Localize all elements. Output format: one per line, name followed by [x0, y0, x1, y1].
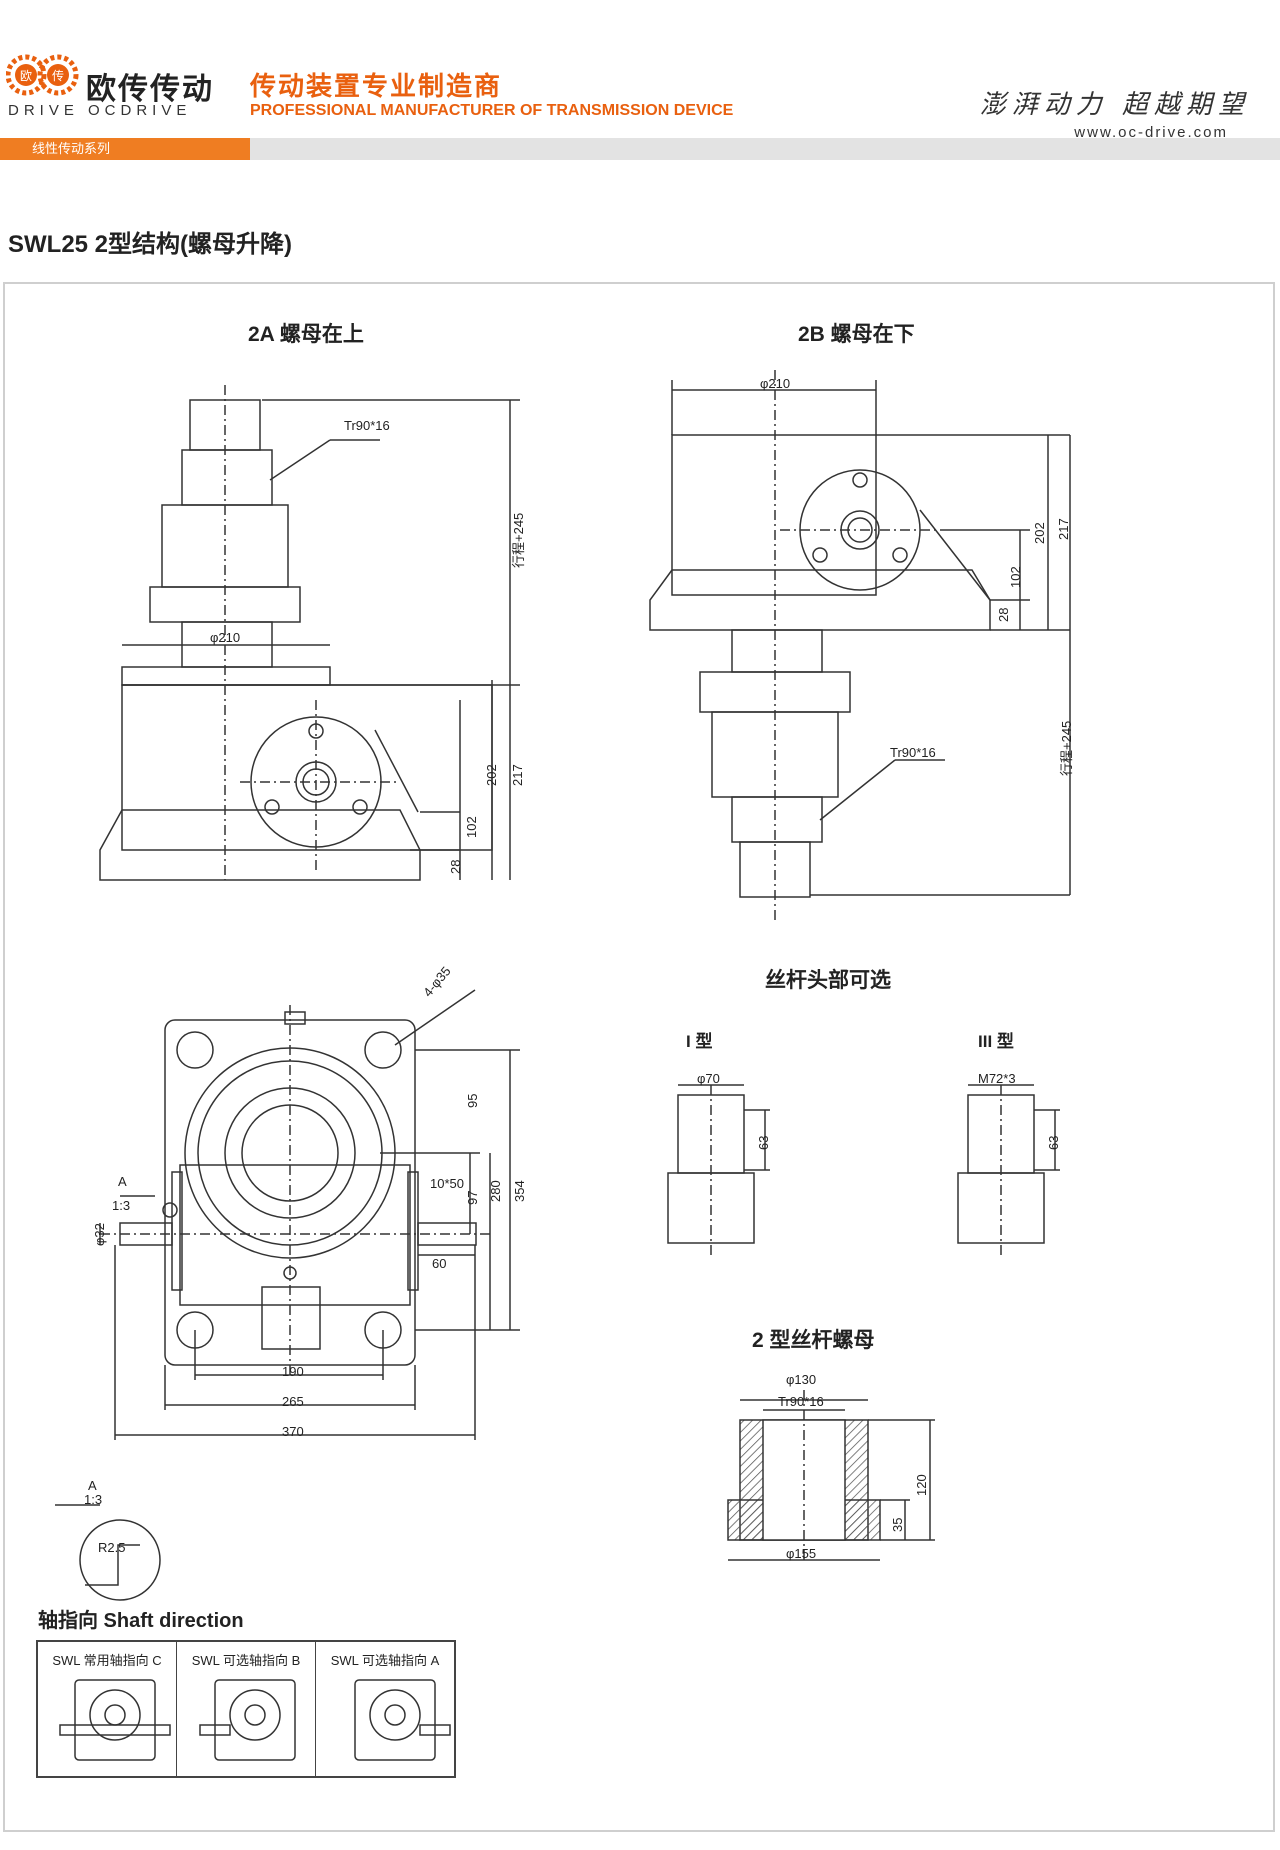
shaft-option-label: SWL 可选轴指向 B: [191, 1653, 301, 1668]
plan-d280: 280: [488, 1180, 503, 1202]
plan-w190: 190: [282, 1364, 304, 1379]
logo-char-1: 欧: [20, 69, 32, 83]
nut-d130: φ130: [786, 1372, 817, 1387]
b2-thread: Tr90*16: [890, 745, 936, 760]
view-2a: [99, 385, 520, 881]
nut-title: 2 型丝杆螺母: [752, 1329, 875, 1352]
head-type-3-len: 63: [1046, 1135, 1061, 1150]
slogan: 澎湃动力 超越期望: [979, 90, 1250, 120]
page-title: SWL25 2型结构(螺母升降): [8, 231, 293, 258]
detail-a-radius: R2.5: [98, 1540, 126, 1555]
b2-h102: 102: [1008, 566, 1023, 588]
series-tab: 线性传动系列: [0, 138, 250, 160]
shaft-direction-table: SWL 常用轴指向 C SWL 可选轴指向 B SWL 可选轴指向 A: [36, 1640, 456, 1778]
plan-d97: 97: [465, 1190, 480, 1205]
plan-d95: 95: [465, 1093, 480, 1108]
brand-logo: 欧 传: [6, 54, 79, 96]
page-header: 欧 传 欧传传动 DRIVE OCDRIVE 传动装置专业制造商 PROFESS…: [0, 0, 1280, 160]
shaft-option-label: SWL 常用轴指向 C: [52, 1653, 162, 1668]
brand-name-en: DRIVE OCDRIVE: [8, 102, 192, 119]
head-type-1: [667, 1084, 770, 1255]
view-2a-title: 2A 螺母在上: [248, 323, 364, 346]
tagline-cn: 传动装置专业制造商: [250, 71, 503, 101]
plan-w370: 370: [282, 1424, 304, 1439]
head-type-1-len: 63: [756, 1135, 771, 1150]
series-bar: [250, 138, 1280, 160]
a2-h102: 102: [464, 816, 479, 838]
plan-key: 10*50: [430, 1176, 464, 1191]
a2-thread: Tr90*16: [344, 418, 390, 433]
brand-name-cn: 欧传传动: [86, 73, 214, 106]
nut-d155: φ155: [786, 1546, 817, 1561]
website-url: www.oc-drive.com: [1074, 124, 1228, 141]
a2-dia: φ210: [210, 630, 241, 645]
heads-title: 丝杆头部可选: [765, 969, 891, 992]
plan-detail-label: A: [118, 1174, 127, 1189]
shaft-option-a: SWL 可选轴指向 A: [316, 1642, 454, 1776]
a2-stroke: 行程+245: [511, 512, 526, 568]
detail-a-label: A: [88, 1478, 97, 1493]
a2-h202: 202: [484, 764, 499, 786]
b2-h217: 217: [1056, 518, 1071, 540]
detail-a: [55, 1504, 161, 1601]
shaft-option-b: SWL 可选轴指向 B: [177, 1642, 316, 1776]
view-plan: [99, 989, 520, 1440]
a2-h28: 28: [448, 859, 463, 874]
head-type-3-thread: M72*3: [978, 1071, 1016, 1086]
plan-d32: φ32: [92, 1223, 107, 1246]
b2-h28: 28: [996, 607, 1011, 622]
shaft-option-c: SWL 常用轴指向 C: [38, 1642, 177, 1776]
b2-dia: φ210: [760, 376, 791, 391]
head-type-3: [957, 1084, 1060, 1255]
drawing-frame: [3, 282, 1275, 1832]
nut-h120: 120: [914, 1474, 929, 1496]
shaft-option-label: SWL 可选轴指向 A: [330, 1653, 440, 1668]
nut-thread: Tr90*16: [778, 1394, 824, 1409]
a2-h217: 217: [510, 764, 525, 786]
view-2b-title: 2B 螺母在下: [798, 323, 915, 346]
tagline-en: PROFESSIONAL MANUFACTURER OF TRANSMISSIO…: [250, 102, 734, 119]
detail-a-scale: 1:3: [84, 1492, 103, 1507]
logo-char-2: 传: [52, 68, 64, 83]
head-type-1-dia: φ70: [697, 1071, 720, 1086]
plan-w265: 265: [282, 1394, 304, 1409]
plan-detail-scale: 1:3: [112, 1198, 131, 1213]
b2-h202: 202: [1032, 522, 1047, 544]
plan-d354: 354: [512, 1180, 527, 1202]
nut-section: [727, 1390, 935, 1561]
head-type-1-label: I 型: [686, 1032, 713, 1051]
nut-h35: 35: [890, 1517, 905, 1532]
shaft-direction-title: 轴指向 Shaft direction: [38, 1610, 244, 1632]
plan-d60: 60: [432, 1256, 447, 1271]
shaft-icons: [59, 1679, 451, 1761]
view-2b: [649, 370, 1071, 920]
head-type-3-label: III 型: [978, 1032, 1014, 1051]
b2-stroke: 行程+245: [1059, 720, 1074, 776]
